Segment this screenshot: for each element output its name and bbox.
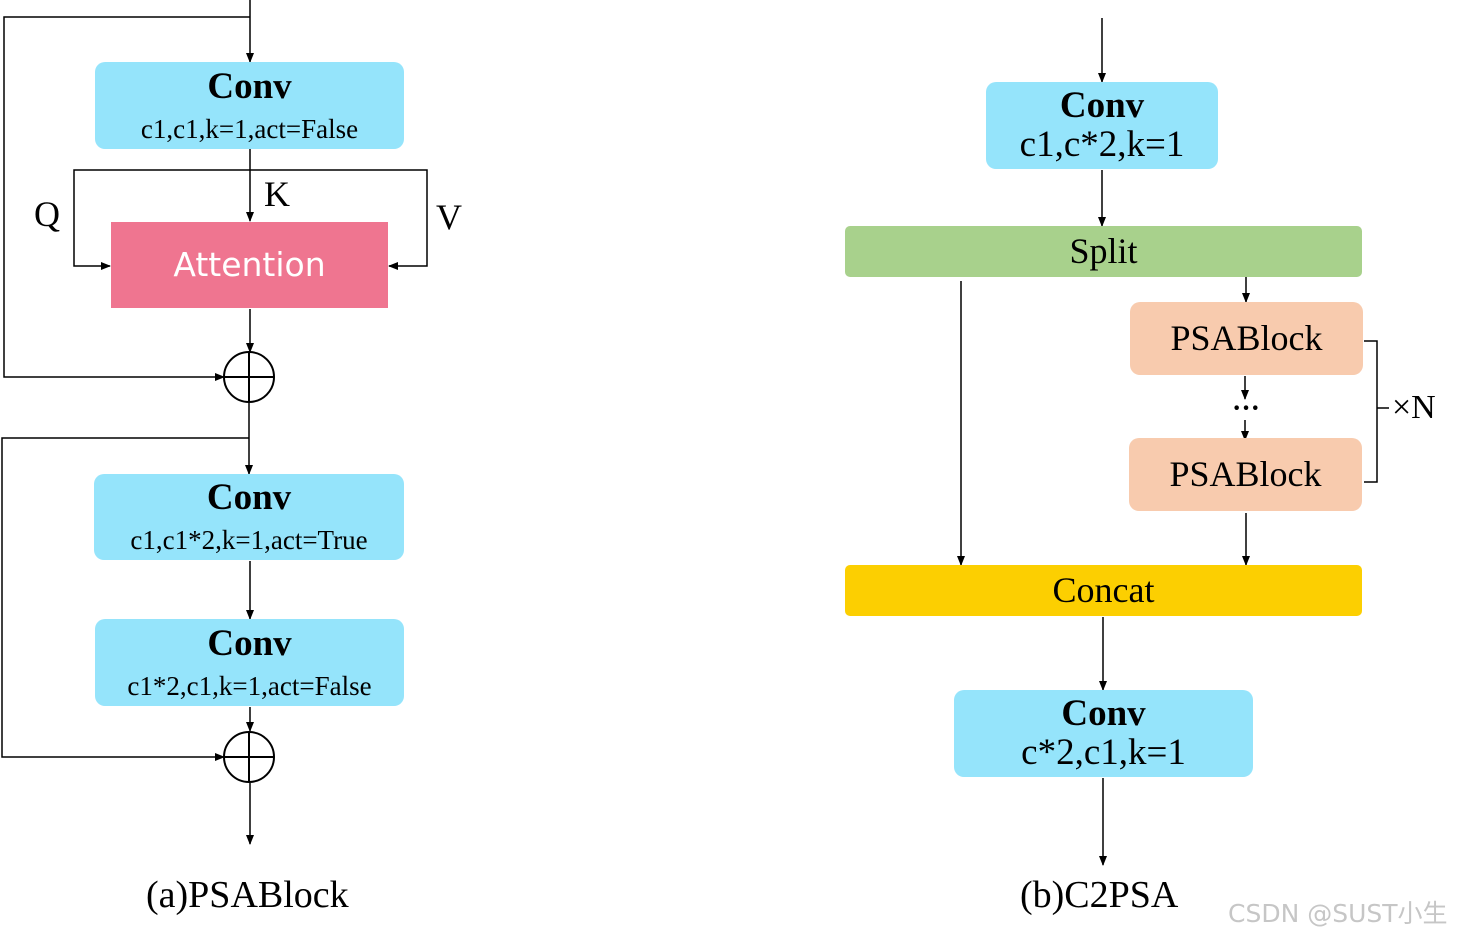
add-node-2: [223, 731, 275, 783]
conv2-title: Conv: [206, 477, 292, 519]
conv-top-params: c1,c*2,k=1: [1019, 123, 1185, 165]
attention-label: Attention: [173, 244, 326, 284]
psablock-first: PSABlock: [1130, 302, 1363, 375]
caption-psablock: (a)PSABlock: [146, 874, 349, 916]
psablock-last: PSABlock: [1129, 438, 1362, 511]
conv-bottom-block: Conv c*2,c1,k=1: [954, 690, 1253, 777]
edge-residual-2: [1, 437, 249, 761]
add-node-1: [223, 351, 275, 403]
conv3-params: c1*2,c1,k=1,act=False: [127, 670, 372, 701]
conv1-block: Conv c1,c1,k=1,act=False: [95, 62, 404, 149]
repeat-label: ×N: [1392, 389, 1436, 426]
split-label: Split: [1069, 230, 1138, 271]
conv-bottom-params: c*2,c1,k=1: [1021, 731, 1186, 773]
conv2-block: Conv c1,c1*2,k=1,act=True: [94, 474, 404, 560]
split-block: Split: [845, 226, 1362, 277]
conv-top-title: Conv: [1059, 84, 1145, 126]
attention-block: Attention: [111, 222, 388, 308]
edge-residual-1: [3, 16, 250, 381]
conv-bottom-title: Conv: [1061, 692, 1146, 734]
conv3-title: Conv: [207, 622, 292, 664]
psablock-first-label: PSABlock: [1170, 317, 1323, 358]
conv1-params: c1,c1,k=1,act=False: [140, 113, 359, 144]
conv1-title: Conv: [207, 65, 292, 107]
k-label: K: [264, 174, 290, 214]
edge-v-path: [250, 169, 428, 270]
conv3-block: Conv c1*2,c1,k=1,act=False: [95, 619, 404, 706]
watermark: CSDN @SUST小生: [1228, 899, 1448, 928]
caption-c2psa: (b)C2PSA: [1020, 874, 1179, 916]
conv2-params: c1,c1*2,k=1,act=True: [130, 525, 368, 556]
edge-q-path: [73, 169, 250, 270]
concat-block: Concat: [845, 565, 1362, 616]
concat-label: Concat: [1052, 569, 1155, 610]
psablock-last-label: PSABlock: [1169, 453, 1322, 494]
conv-top-block: Conv c1,c*2,k=1: [986, 82, 1218, 169]
repeat-bracket: [1364, 340, 1389, 483]
ellipsis: ···: [1232, 393, 1261, 424]
q-label: Q: [34, 194, 60, 234]
v-label: V: [436, 197, 462, 237]
